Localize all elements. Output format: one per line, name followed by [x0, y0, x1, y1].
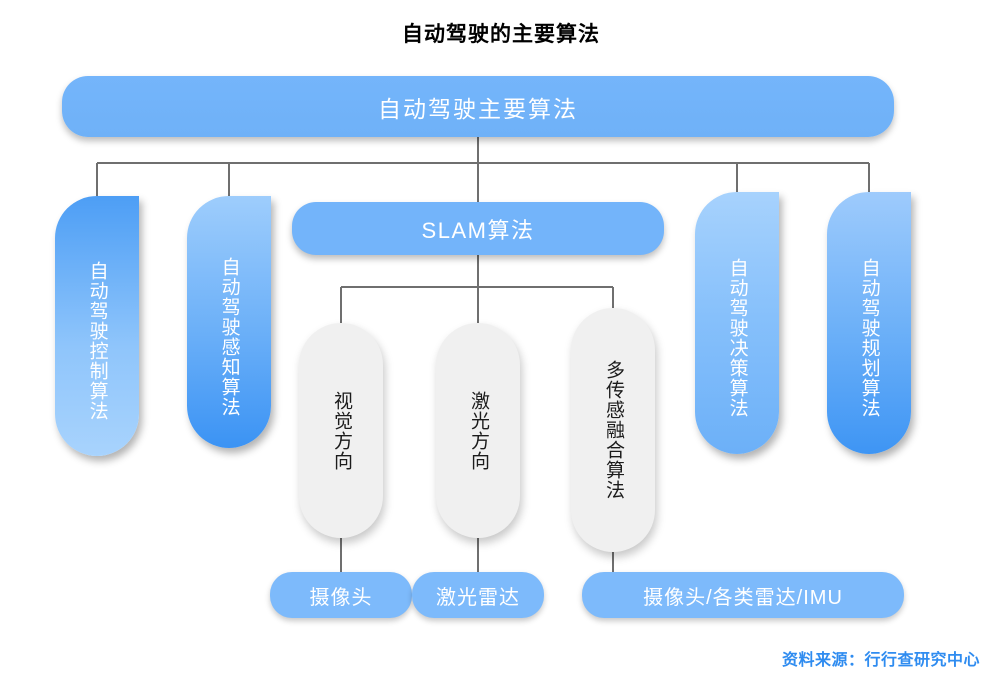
slam-child-fusion[interactable]: 多传感融合算法 [571, 308, 655, 552]
slam-node[interactable]: SLAM算法 [292, 202, 664, 255]
branch-node-decision-label: 自动驾驶决策算法 [726, 258, 748, 418]
slam-child-vision[interactable]: 视觉方向 [299, 323, 383, 538]
slam-node-label: SLAM算法 [421, 217, 535, 243]
slam-child-vision-label: 视觉方向 [330, 390, 352, 471]
slam-child-fusion-label: 多传感融合算法 [602, 360, 624, 500]
leaf-node-camera-label: 摄像头 [309, 586, 373, 609]
leaf-node-fusion-units-label: 摄像头/各类雷达/IMU [643, 586, 843, 609]
branch-node-perception-label: 自动驾驶感知算法 [218, 257, 240, 417]
branch-node-planning-label: 自动驾驶规划算法 [858, 258, 880, 418]
branch-node-control-label: 自动驾驶控制算法 [86, 261, 108, 421]
root-node-label: 自动驾驶主要算法 [378, 95, 578, 122]
leaf-node-camera[interactable]: 摄像头 [270, 572, 412, 618]
leaf-node-fusion-units[interactable]: 摄像头/各类雷达/IMU [582, 572, 904, 618]
leaf-node-lidar-unit[interactable]: 激光雷达 [412, 572, 544, 618]
leaf-node-lidar-unit-label: 激光雷达 [436, 586, 520, 609]
slam-child-lidar[interactable]: 激光方向 [436, 323, 520, 538]
slam-child-lidar-label: 激光方向 [467, 390, 489, 471]
page-title: 自动驾驶的主要算法 [402, 23, 600, 46]
branch-node-planning[interactable]: 自动驾驶规划算法 [827, 192, 911, 454]
root-node-autonomous-driving-algorithms[interactable]: 自动驾驶主要算法 [62, 76, 894, 137]
branch-node-perception[interactable]: 自动驾驶感知算法 [187, 196, 271, 448]
branch-node-control[interactable]: 自动驾驶控制算法 [55, 196, 139, 456]
source-note: 资料来源：行行查研究中心 [781, 652, 980, 669]
branch-node-decision[interactable]: 自动驾驶决策算法 [695, 192, 779, 454]
